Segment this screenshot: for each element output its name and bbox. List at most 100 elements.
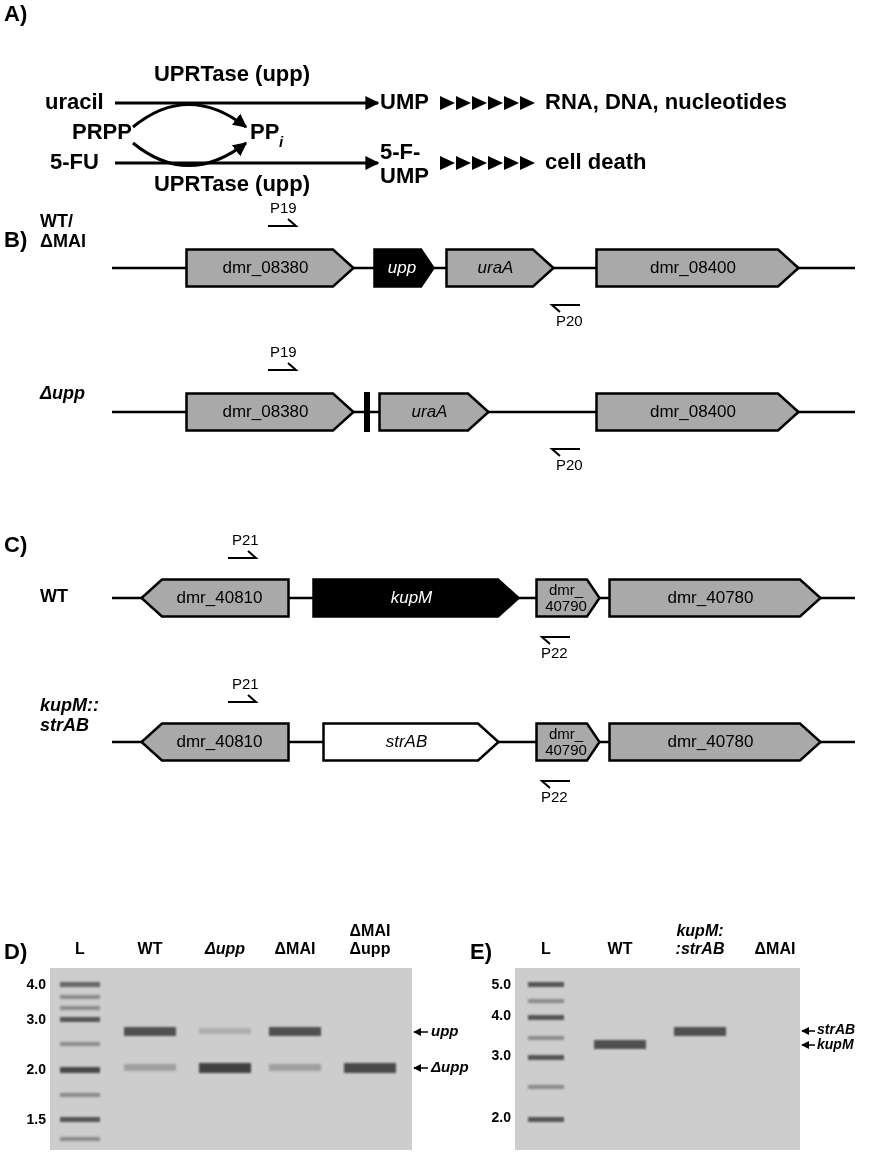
gel-image: [515, 968, 800, 1150]
size-marker: 3.0: [492, 1048, 511, 1063]
gene-name: dmr_08380: [222, 259, 308, 277]
chevron: [440, 96, 455, 110]
gene-outline: [375, 250, 434, 287]
metabolite-label: 5-FU: [50, 150, 99, 174]
gene-arrow: dmr_40780: [608, 578, 822, 618]
ladder-band: [528, 1036, 564, 1040]
primer-arrow: [552, 449, 580, 456]
ladder-band: [60, 1067, 100, 1073]
gene-outline: [142, 580, 289, 617]
product-label: RNA, DNA, nucleotides: [545, 90, 787, 114]
ladder-band: [60, 1137, 100, 1141]
gene-arrow: dmr_ 40790: [535, 722, 601, 762]
size-marker: 1.5: [27, 1112, 46, 1127]
deletion-scar: [364, 392, 370, 432]
gene-name: dmr_40810: [176, 589, 262, 607]
ladder-band: [60, 1006, 100, 1010]
ladder-band: [528, 1055, 564, 1060]
ladder-band: [528, 999, 564, 1003]
ladder-band: [528, 1085, 564, 1089]
primer-label: P19: [270, 200, 297, 217]
band-label: strAB: [817, 1022, 855, 1037]
gel-bands: [60, 982, 396, 1141]
ladder-band: [60, 982, 100, 987]
chevron: [472, 156, 487, 170]
gene-name: dmr_40810: [176, 733, 262, 751]
primer-label: P22: [541, 789, 568, 806]
gene-arrow: kupM: [312, 578, 520, 618]
lane-label: ΔMAI Δupp: [350, 922, 391, 957]
gene-outline: [610, 724, 821, 761]
pcr-band: [124, 1064, 176, 1071]
chevron: [472, 96, 487, 110]
band-pointer: [802, 1044, 815, 1046]
gene-arrow: dmr_40780: [608, 722, 822, 762]
gene-arrow: dmr_08380: [185, 248, 355, 288]
ladder-band: [60, 1093, 100, 1097]
panel-letter: E): [470, 940, 492, 964]
pcr-band: [269, 1027, 321, 1036]
panel-letter: C): [4, 533, 27, 557]
lane-label: WT: [138, 940, 163, 958]
gene-name: uraA: [478, 259, 514, 277]
metabolite-label: UMP: [380, 90, 429, 114]
pathway-chevrons: [440, 96, 535, 170]
chevron: [456, 156, 471, 170]
primer-arrow: [228, 551, 256, 558]
primer-label: P21: [232, 676, 259, 693]
cosubstrate-arc: [133, 143, 246, 166]
lane-label: ΔMAI: [755, 940, 796, 958]
metabolite-label: 5-F- UMP: [380, 140, 429, 188]
panel-letter: D): [4, 940, 27, 964]
pcr-band: [594, 1040, 646, 1049]
chevron: [504, 156, 519, 170]
gene-name: dmr_08400: [650, 403, 736, 421]
size-marker: 5.0: [492, 977, 511, 992]
gene-arrow: upp: [373, 248, 435, 288]
gene-name: dmr_40780: [667, 589, 753, 607]
band-label: Δupp: [431, 1059, 469, 1076]
gene-outline: [447, 250, 554, 287]
pcr-band: [344, 1063, 396, 1073]
reaction-arrow: [115, 162, 378, 165]
size-marker: 4.0: [492, 1008, 511, 1023]
gel-bands: [528, 982, 726, 1122]
size-marker: 3.0: [27, 1012, 46, 1027]
gene-outline: [187, 250, 354, 287]
gene-arrow: uraA: [378, 392, 490, 432]
size-marker: 2.0: [492, 1110, 511, 1125]
gene-arrow: dmr_40810: [140, 578, 290, 618]
gene-outline: [314, 580, 519, 617]
enzyme-label: UPRTase (upp): [154, 62, 310, 86]
product-label: cell death: [545, 150, 646, 174]
lane-label: Δupp: [205, 940, 245, 958]
primer-arrow: [268, 219, 296, 226]
chevron: [488, 156, 503, 170]
gene-name: dmr_ 40790: [545, 726, 587, 758]
ladder-band: [528, 1117, 564, 1122]
size-marker: 4.0: [27, 977, 46, 992]
strain-label: Δupp: [40, 384, 85, 404]
reaction-arrow: [115, 102, 378, 105]
panel-letter: B): [4, 228, 27, 252]
enzyme-label: UPRTase (upp): [154, 172, 310, 196]
gene-name: dmr_40780: [667, 733, 753, 751]
gene-name: kupM: [391, 589, 433, 607]
lane-label: L: [75, 940, 85, 958]
gene-arrow: dmr_08380: [185, 392, 355, 432]
gene-outline: [537, 724, 600, 761]
pcr-band: [124, 1027, 176, 1036]
ladder-band: [60, 1017, 100, 1022]
pcr-band: [674, 1027, 726, 1036]
primer-label: P22: [541, 645, 568, 662]
gene-outline: [597, 250, 799, 287]
metabolite-label: PRPP: [72, 120, 132, 144]
band-label: upp: [431, 1023, 459, 1040]
lane-label: ΔMAI: [275, 940, 316, 958]
gene-arrow: dmr_08400: [595, 248, 800, 288]
metabolite-label: uracil: [45, 90, 104, 114]
gene-name: dmr_ 40790: [545, 582, 587, 614]
lane-label: L: [541, 940, 551, 958]
primer-arrow: [552, 305, 580, 312]
